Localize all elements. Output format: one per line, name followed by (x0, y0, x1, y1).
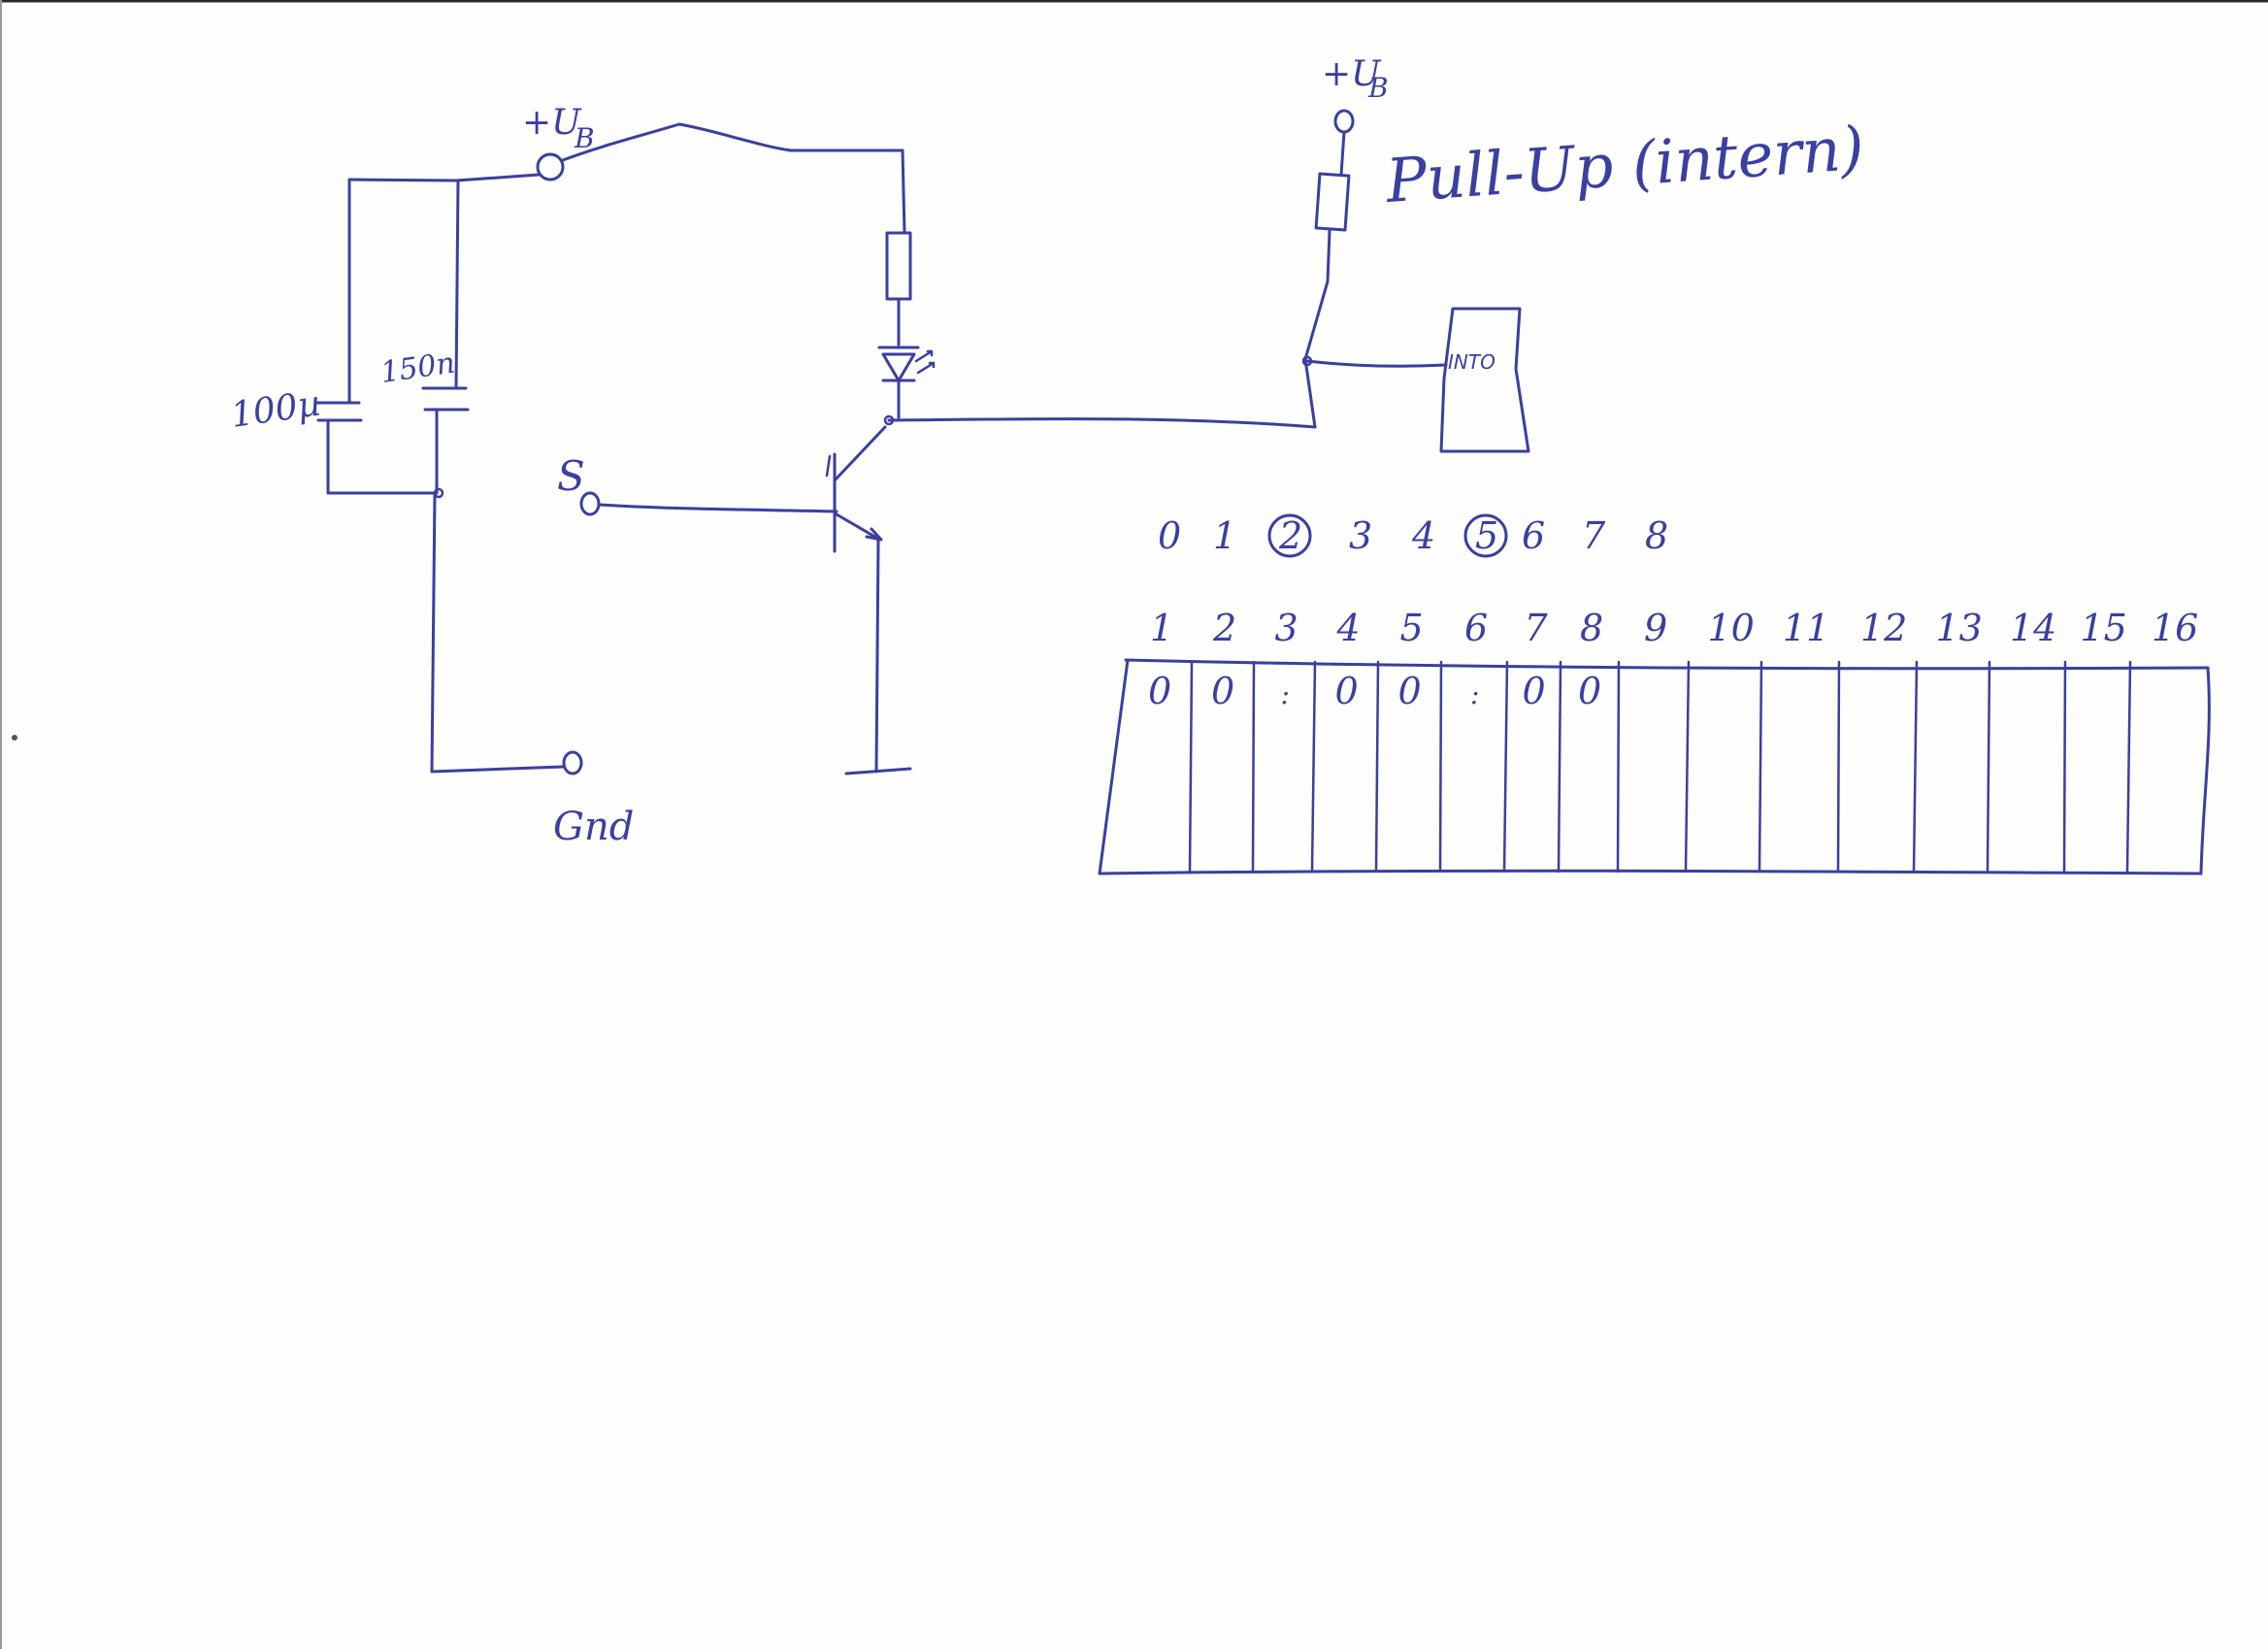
scan-speck (12, 735, 17, 741)
table-divider (1310, 660, 1317, 874)
table-cell-value: 0 (1523, 670, 1546, 712)
top-index-label: 3 (1349, 514, 1372, 557)
top-index-label: 8 (1645, 514, 1668, 557)
table-divider (2125, 660, 2132, 874)
bottom-index-label: 10 (1708, 607, 1755, 649)
bottom-index-label: 9 (1644, 607, 1667, 649)
supply-label-right-text: +U (1322, 54, 1382, 94)
bottom-index-label: 1 (1150, 607, 1173, 649)
table-dividers (1188, 660, 2132, 874)
bottom-index-label: 14 (2010, 607, 2056, 649)
bottom-index-label: 8 (1580, 607, 1603, 649)
table-left-edge (1098, 658, 1130, 875)
signal-label: S (557, 452, 585, 500)
top-rail-right (561, 122, 904, 162)
table-cell-value: 0 (1578, 670, 1601, 712)
top-rail-left (347, 173, 541, 182)
supply-label-right: +U B (1322, 54, 1389, 104)
table-cell-value: 0 (1335, 670, 1359, 712)
top-index-label: 6 (1522, 514, 1545, 557)
table-divider (1684, 660, 1691, 874)
table-bottom-line (1098, 869, 2203, 875)
table-divider (2062, 660, 2067, 874)
supply-terminal-left (536, 152, 565, 181)
bottom-index-label: 5 (1400, 607, 1424, 649)
supply-label-left: +U B (522, 103, 595, 154)
table-divider (1188, 660, 1194, 874)
table-cell-value: : (1470, 678, 1479, 710)
collector-wire-upper (901, 148, 906, 235)
supply-label-right-sub: B (1367, 72, 1389, 104)
table-divider (1758, 660, 1763, 874)
bottom-index-label: 13 (1936, 607, 1983, 649)
ground-label: Gnd (553, 805, 634, 849)
pullup-label: Pull-Up (intern) (1383, 113, 1866, 216)
table-divider (1616, 660, 1621, 874)
table-right-edge (2199, 666, 2211, 875)
collector-resistor (885, 231, 912, 301)
bottom-index-label: 11 (1783, 607, 1829, 649)
table-cell-value: : (1281, 678, 1290, 710)
table-divider (1251, 660, 1256, 874)
table-divider (1502, 660, 1509, 874)
table-divider (1912, 660, 1919, 874)
supply-terminal-right (1333, 109, 1355, 134)
npn-transistor (825, 425, 887, 553)
bit-table (1098, 658, 2211, 875)
circled-marker (1267, 513, 1312, 558)
bottom-index-label: 16 (2152, 607, 2198, 649)
cap-large-wire-bottom (326, 418, 437, 495)
table-divider (1374, 660, 1380, 874)
table-divider (1986, 660, 1991, 874)
bottom-index-label: 12 (1860, 607, 1907, 649)
cap-small-wire-top (454, 179, 460, 390)
supply-label-left-sub: B (574, 122, 595, 154)
chip-label: INTO (1448, 350, 1496, 374)
emitter-ground-bar (844, 767, 912, 775)
left-circuit (313, 122, 1317, 775)
top-index-label: 2 (1278, 514, 1302, 557)
base-wire (598, 503, 838, 513)
bottom-index-label: 2 (1212, 607, 1236, 649)
table-cell-value: 0 (1398, 670, 1422, 712)
pullup-wire-top (1339, 130, 1346, 177)
top-index-label: 1 (1213, 514, 1236, 557)
pullup-wire-down (1303, 229, 1331, 429)
top-index-label: 0 (1158, 514, 1181, 557)
led (877, 346, 936, 382)
cap-large-label: 100µ (229, 383, 323, 435)
pullup-circuit (1301, 109, 1530, 453)
bottom-index-label: 4 (1336, 607, 1361, 649)
bottom-index-label: 6 (1464, 607, 1488, 649)
int0-chip (1439, 307, 1530, 453)
cap-small-label: 150n (378, 346, 457, 390)
table-top-line (1124, 658, 2210, 671)
top-index-label: 7 (1582, 514, 1606, 557)
table-divider (1438, 660, 1443, 874)
table-divider (1557, 660, 1562, 874)
int0-wire (1305, 359, 1448, 368)
output-wire (887, 417, 1317, 429)
pullup-resistor (1314, 172, 1351, 232)
top-index-label: 4 (1411, 514, 1435, 557)
table-divider (1836, 660, 1841, 874)
emitter-wire (874, 538, 880, 774)
circled-marker (1463, 513, 1508, 558)
bottom-index-label: 15 (2081, 607, 2127, 649)
table-cell-value: 0 (1211, 670, 1234, 712)
top-index-label: 5 (1475, 514, 1498, 557)
ground-terminal (562, 750, 583, 775)
ground-wire (430, 491, 565, 774)
supply-label-left-text: +U (522, 103, 582, 143)
bottom-index-label: 7 (1525, 607, 1549, 649)
bottom-index-label: 3 (1275, 607, 1298, 649)
table-cell-value: 0 (1148, 670, 1171, 712)
